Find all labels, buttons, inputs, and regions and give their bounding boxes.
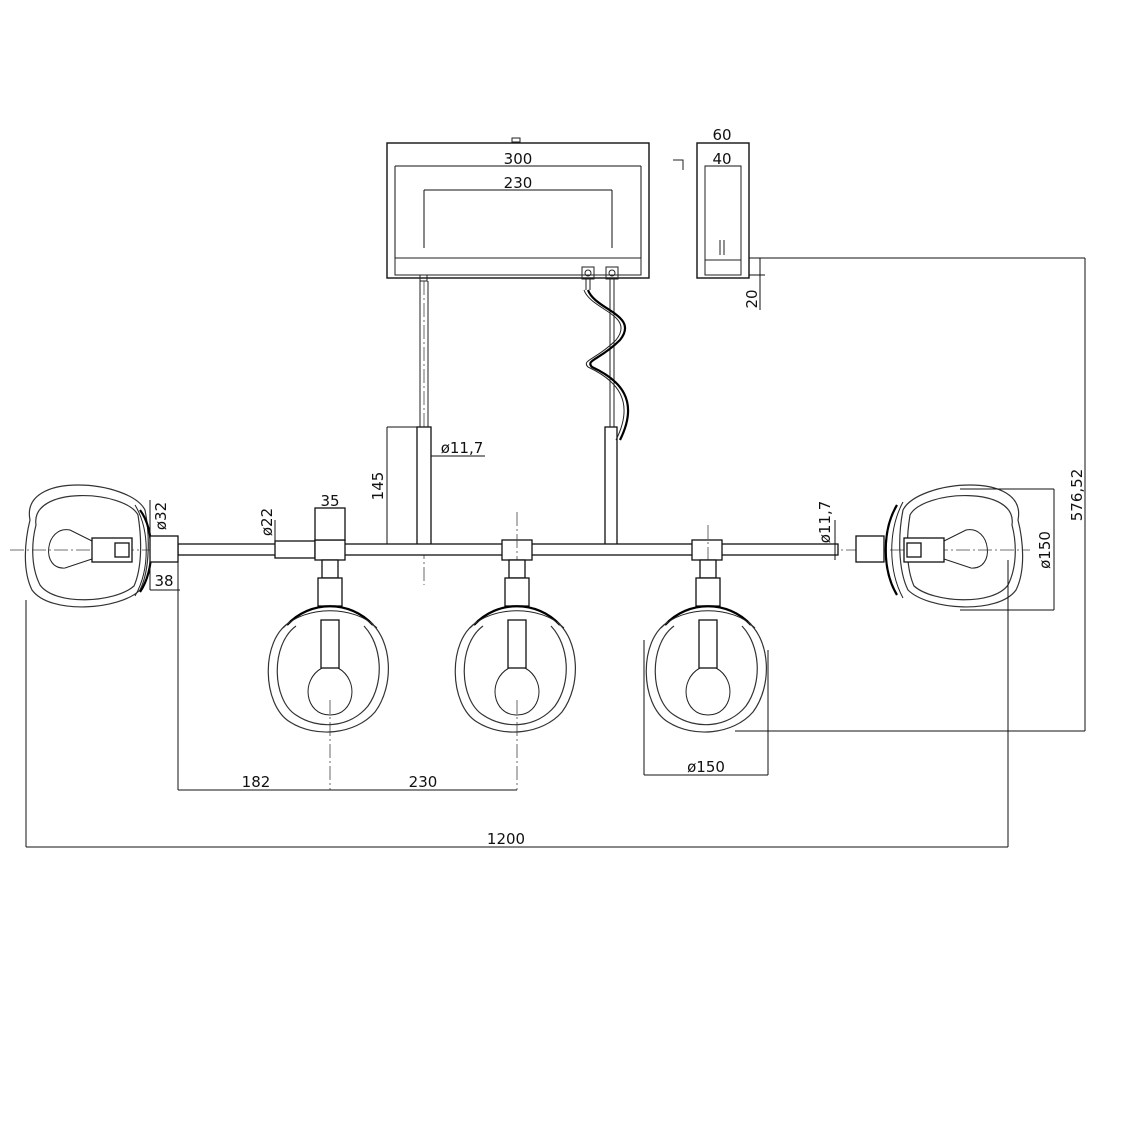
collar-diameter-label: ø22	[258, 508, 276, 536]
canopy-section-width-label: 60	[712, 126, 731, 144]
power-cable	[583, 289, 630, 441]
canopy-front-view	[386, 137, 650, 290]
canopy-height-label: 20	[743, 289, 761, 308]
right-side-lamp	[855, 484, 1055, 847]
arm-diameter-right-label: ø11,7	[816, 501, 834, 544]
pendant-globe-3	[643, 559, 1085, 776]
end-cap-width-label: 38	[154, 572, 173, 590]
main-bar	[177, 507, 839, 590]
canopy-section-inner-label: 40	[712, 150, 731, 168]
left-side-lamp	[24, 484, 180, 790]
globe-spacing-label: 230	[409, 773, 438, 791]
canopy-inner-width-label: 230	[504, 174, 533, 192]
total-length-label: 1200	[487, 830, 525, 848]
rod-diameter-label: ø11,7	[441, 439, 484, 457]
canopy-side-view	[673, 142, 1085, 310]
canopy-outer-width-label: 300	[504, 150, 533, 168]
end-cap-diameter-label: ø32	[152, 502, 170, 530]
total-height-label: 576,52	[1068, 469, 1086, 522]
first-offset-label: 182	[242, 773, 271, 791]
pendant-globe-1	[267, 559, 389, 790]
pendant-globe-2	[454, 559, 576, 790]
collar-width-label: 35	[320, 492, 339, 510]
globe-diameter-label: ø150	[687, 758, 725, 776]
side-globe-diameter-label: ø150	[1036, 531, 1054, 569]
rod-length-label: 145	[369, 472, 387, 501]
overall-dimensions	[25, 258, 1086, 848]
